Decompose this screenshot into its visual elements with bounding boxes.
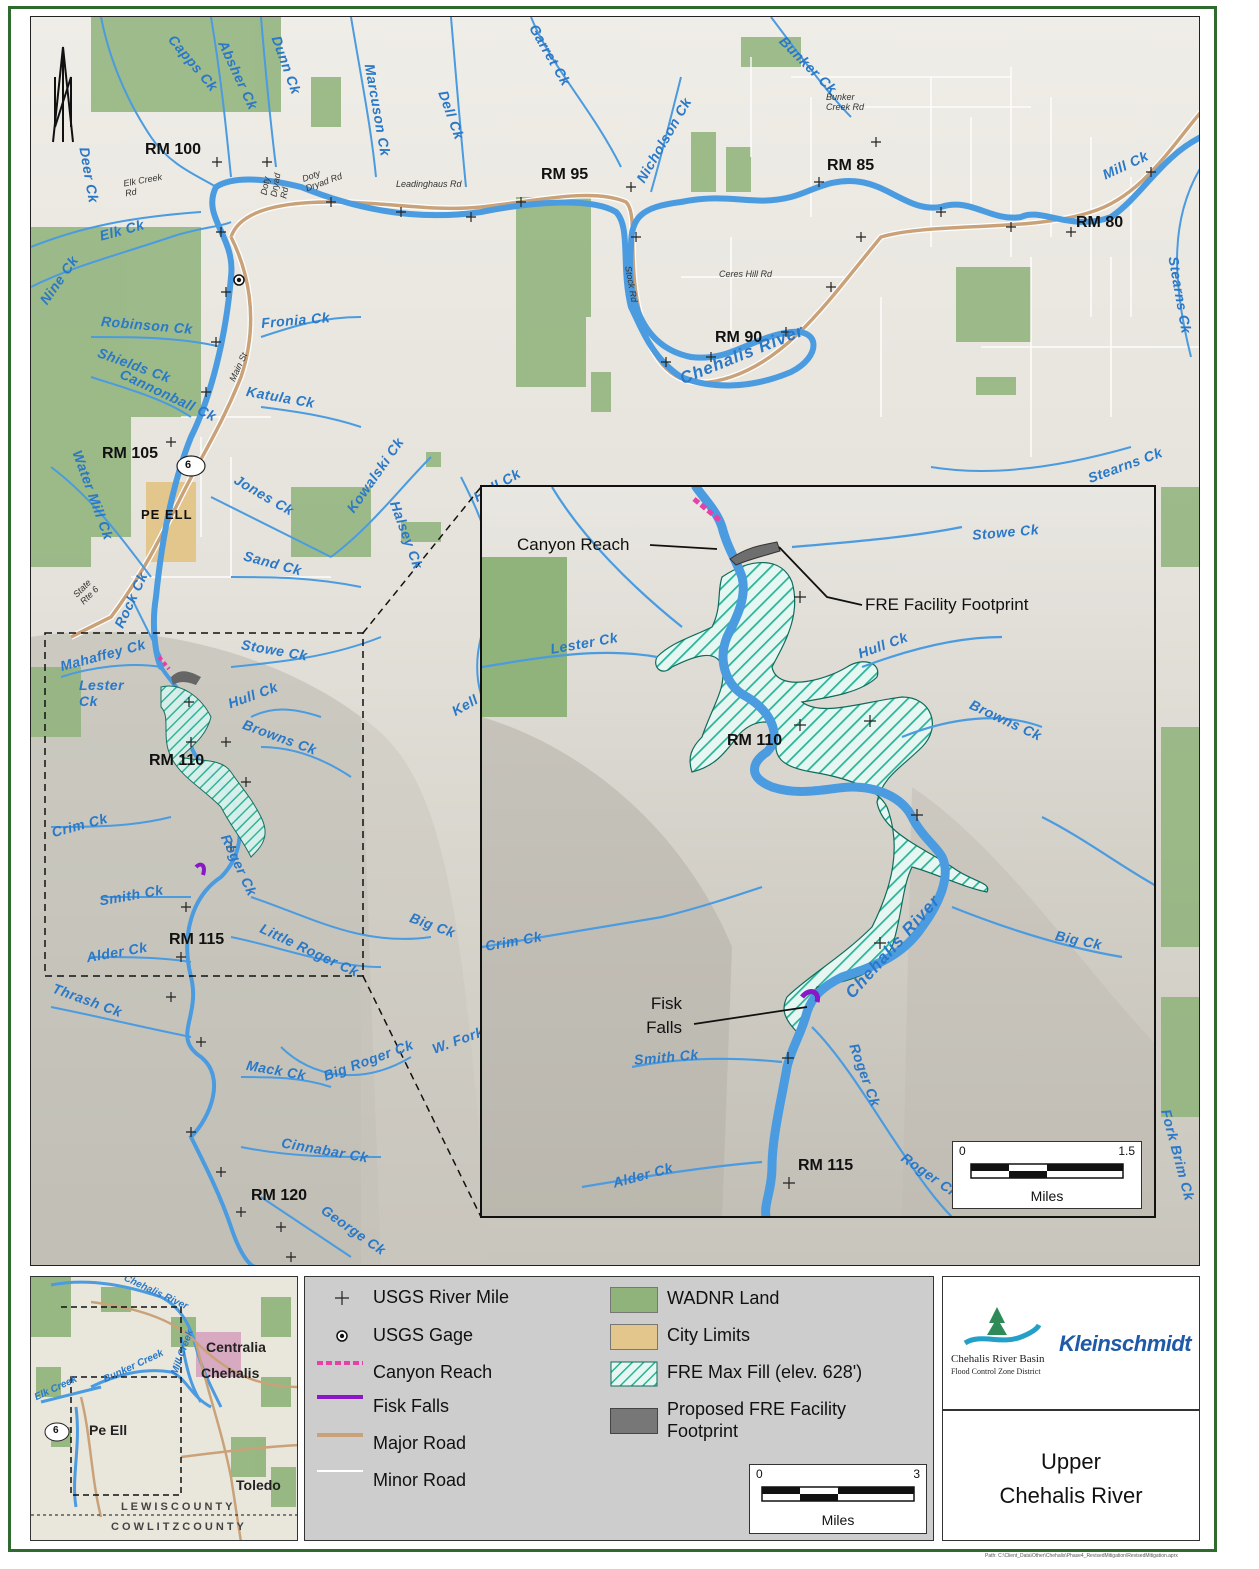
locator-chehalis: Chehalis — [201, 1365, 260, 1381]
locator-lewis-county: L E W I S C O U N T Y — [121, 1501, 233, 1513]
legend-wadnr-swatch — [610, 1287, 658, 1313]
inset-scale-max: 1.5 — [1118, 1144, 1135, 1158]
legend-usgs-gage: USGS Gage — [373, 1325, 474, 1345]
locator-pe-ell: Pe Ell — [89, 1422, 128, 1438]
chehalis-basin-logo-icon — [963, 1307, 1041, 1346]
locator-toledo: Toledo — [236, 1477, 281, 1493]
inset-graphics — [482, 487, 1154, 1216]
locator-shield-icon — [44, 1422, 70, 1442]
logos-panel: Chehalis River Basin Flood Control Zone … — [942, 1276, 1200, 1410]
road-label-bunker-creek: Bunker Creek Rd — [826, 92, 865, 112]
legend-scale-bar: 0 3 Miles — [749, 1464, 927, 1534]
outer-frame — [8, 6, 1217, 1552]
legend-river-mile: USGS River Mile — [373, 1287, 510, 1307]
rm-95-label: RM 95 — [541, 166, 589, 183]
legend-scale-zero: 0 — [756, 1467, 763, 1481]
legend-fisk-falls: Fisk Falls — [373, 1396, 449, 1416]
inset-scale-zero: 0 — [959, 1144, 966, 1158]
inset-scale-unit: Miles — [1030, 1188, 1064, 1204]
rm-85-label: RM 85 — [827, 157, 875, 174]
rm-120-label: RM 120 — [251, 1187, 308, 1204]
legend-panel: USGS River Mile USGS Gage Canyon Reach F… — [304, 1276, 934, 1541]
rm-90-label: RM 90 — [715, 329, 763, 346]
legend-scale-max: 3 — [913, 1467, 920, 1481]
town-label-pe-ell: PE ELL — [141, 507, 193, 522]
inset-extent-box — [44, 632, 364, 977]
fre-max-fill-area — [655, 562, 989, 1034]
canyon-reach-callout: Canyon Reach — [517, 535, 630, 554]
fre-footprint-callout: FRE Facility Footprint — [865, 595, 1029, 614]
inset-scale-bar: 0 1.5 Miles — [952, 1141, 1142, 1209]
logo-kleinschmidt: Kleinschmidt — [1059, 1331, 1192, 1356]
rm-115-label: RM 115 — [169, 931, 225, 948]
title-line1: Upper — [1041, 1449, 1101, 1474]
legend-footprint-swatch — [610, 1408, 658, 1434]
rm-110-label: RM 110 — [149, 752, 205, 769]
rm-100-label: RM 100 — [145, 141, 202, 158]
rm-105-label: RM 105 — [102, 445, 159, 462]
creek-label-lester: Lester Ck — [79, 677, 125, 709]
inset-wadnr-land — [482, 557, 567, 717]
locator-shield-number: 6 — [53, 1425, 59, 1436]
highway-shield-icon — [176, 455, 206, 477]
logo-basin-line2: Flood Control Zone District — [951, 1367, 1041, 1376]
title-line2: Chehalis River — [999, 1483, 1143, 1508]
legend-city-limits: City Limits — [667, 1325, 751, 1345]
logo-basin-line1: Chehalis River Basin — [951, 1353, 1045, 1365]
legend-fre-fill-swatch — [610, 1361, 658, 1387]
inset-rm-115-label: RM 115 — [798, 1157, 854, 1174]
chehalis-river-line — [150, 134, 1199, 1265]
legend-line-symbols — [317, 1361, 363, 1472]
fisk-falls-callout: Fisk Falls — [646, 994, 682, 1037]
inset-map[interactable]: Canyon Reach FRE Facility Footprint Fisk… — [480, 485, 1156, 1218]
locator-map: Centralia Chehalis Pe Ell Toledo L E W I… — [30, 1276, 298, 1541]
legend-major-road: Major Road — [373, 1433, 467, 1453]
title-panel: Upper Chehalis River — [942, 1410, 1200, 1541]
road-label-leadinghaus: Leadinghaus Rd — [396, 179, 462, 189]
file-path-note: Path: C:\Client_Data\Other\Chehalis\Phas… — [985, 1553, 1178, 1559]
wadnr-land — [31, 17, 1199, 1117]
road-label-doty-dryad: Doty Dryad Rd — [258, 172, 291, 200]
locator-centralia: Centralia — [206, 1339, 266, 1355]
legend-proposed-footprint: Proposed FRE Facility — [667, 1399, 847, 1419]
legend-canyon-reach: Canyon Reach — [373, 1362, 493, 1382]
legend-fre-max-fill: FRE Max Fill (elev. 628') — [667, 1362, 863, 1382]
legend-city-swatch — [610, 1324, 658, 1350]
highway-shield-number: 6 — [185, 459, 192, 471]
legend-wadnr-land: WADNR Land — [667, 1288, 780, 1308]
locator-cowlitz-county: C O W L I T Z C O U N T Y — [111, 1521, 244, 1533]
legend-symbols-left — [335, 1291, 349, 1342]
road-label-ceres-hill: Ceres Hill Rd — [719, 269, 773, 279]
rm-80-label: RM 80 — [1076, 214, 1124, 231]
north-arrow-icon — [52, 46, 74, 143]
inset-rm-110-label: RM 110 — [727, 732, 783, 749]
legend-minor-road: Minor Road — [373, 1470, 467, 1490]
legend-scale-unit: Miles — [821, 1512, 855, 1528]
fre-facility-footprint-shape — [729, 541, 781, 566]
locator-graphics — [31, 1277, 297, 1540]
legend-proposed-footprint-2: Footprint — [667, 1421, 739, 1441]
